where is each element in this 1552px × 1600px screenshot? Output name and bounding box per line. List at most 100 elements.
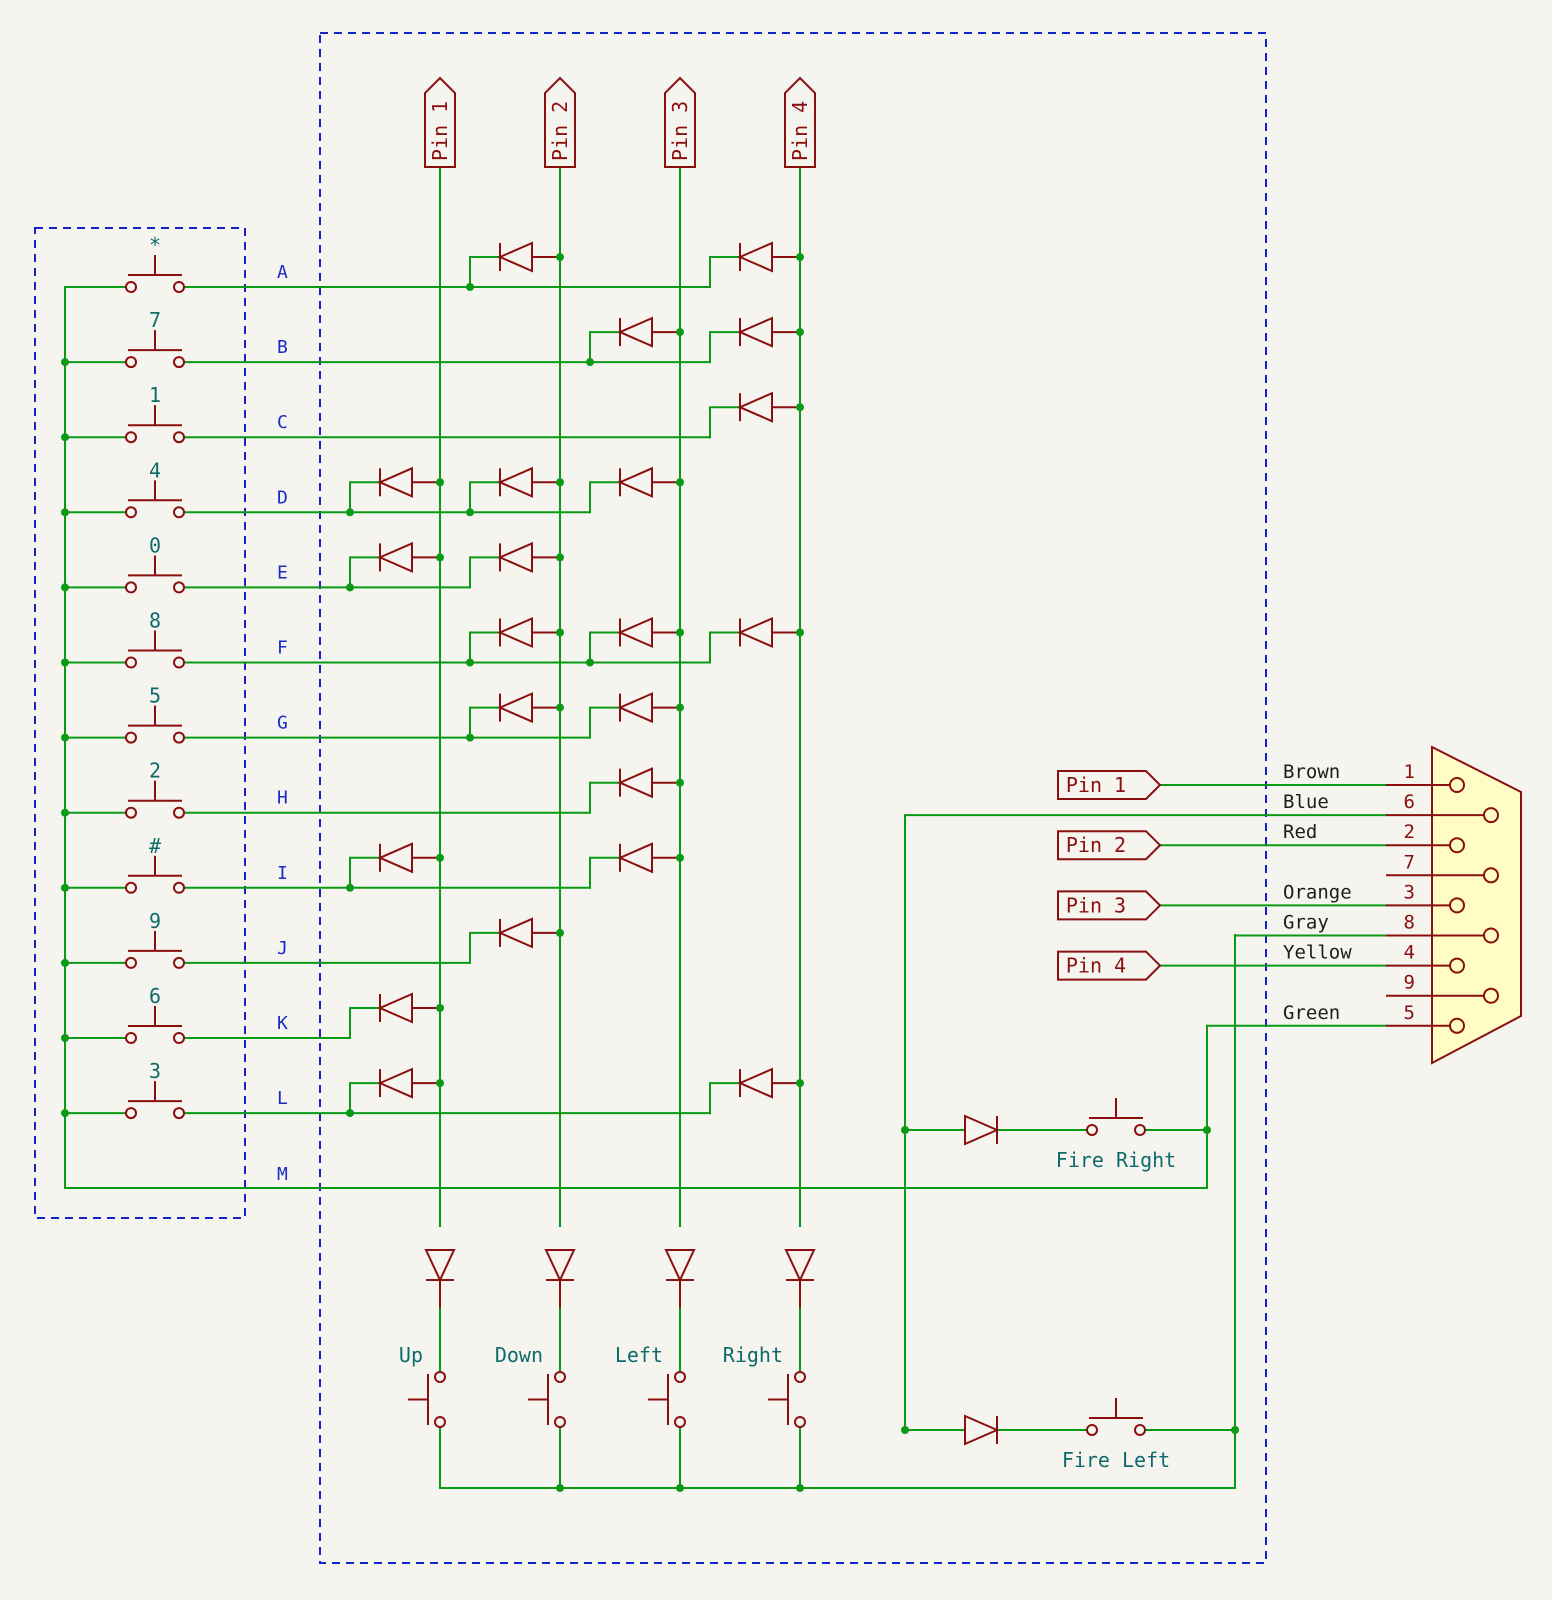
diode-tap <box>469 481 501 514</box>
junction-dot <box>796 1079 804 1088</box>
junction-dot <box>466 733 474 742</box>
switch-contact <box>125 581 137 594</box>
diode-triangle <box>617 466 653 498</box>
connector-pin-number-6: 6 <box>1404 791 1415 813</box>
matrix-diode-i-1 <box>377 842 440 874</box>
diode-triangle <box>617 316 653 348</box>
connector-pin-number-2: 2 <box>1404 821 1415 843</box>
net-label-j: J <box>277 938 288 959</box>
direction-switch-down <box>528 1371 566 1428</box>
key-switch-i <box>125 855 185 894</box>
key-switch-d <box>125 480 185 519</box>
key-label-j: 9 <box>149 909 161 933</box>
diode-tap <box>349 856 381 889</box>
key-label-h: 2 <box>149 759 161 783</box>
key-label-f: 8 <box>149 609 161 633</box>
matrix-diode-e-2 <box>497 541 560 573</box>
diode-tap <box>589 856 621 889</box>
net-label-b: B <box>277 337 288 358</box>
junction-dot <box>61 883 69 892</box>
junction-dot <box>676 778 684 787</box>
key-label-a: * <box>149 233 161 257</box>
key-label-i: # <box>149 834 161 858</box>
key-switch-c <box>125 405 185 444</box>
connector-pin-number-9: 9 <box>1404 972 1415 994</box>
diode-tap <box>589 331 621 364</box>
diode-triangle <box>377 992 413 1024</box>
diode-triangle <box>377 541 413 573</box>
key-switch-g <box>125 705 185 744</box>
diode-tap <box>469 706 501 739</box>
matrix-diode-a-4 <box>737 241 800 273</box>
junction-dot <box>901 1426 909 1434</box>
key-switch-h <box>125 780 185 819</box>
junction-dot <box>676 328 684 337</box>
matrix-diode-g-2 <box>497 692 560 724</box>
diode-tap <box>349 1082 381 1115</box>
junction-dot <box>61 508 69 517</box>
diode-triangle <box>737 391 773 423</box>
net-label-f: F <box>277 638 288 659</box>
switch-contact <box>125 506 137 519</box>
junction-dot <box>61 808 69 817</box>
diode-tap <box>349 481 381 514</box>
switch-contact <box>173 956 185 969</box>
junction-dot <box>1203 1126 1211 1134</box>
junction-dot <box>676 703 684 712</box>
switch-contact <box>434 1416 446 1428</box>
top-pin-label-4: Pin 4 <box>788 101 812 161</box>
diode-tap <box>589 781 621 814</box>
side-pin-label-4: Pin 4 <box>1066 954 1126 978</box>
circuit-border <box>319 32 1267 1564</box>
keypad-border <box>34 227 246 1219</box>
matrix-diode-b-4 <box>737 316 800 348</box>
switch-contact <box>1086 1424 1098 1436</box>
diode-triangle <box>497 466 533 498</box>
diode-triangle <box>424 1249 456 1283</box>
switch-contact <box>554 1416 566 1428</box>
switch-contact <box>173 506 185 519</box>
diode-tap <box>709 631 741 664</box>
diode-triangle <box>617 767 653 799</box>
fire-switch-right <box>1086 1098 1146 1136</box>
fire-diode-right <box>964 1114 1000 1146</box>
junction-dot <box>676 478 684 487</box>
key-switch-j <box>125 930 185 969</box>
matrix-diode-e-1 <box>377 541 440 573</box>
side-pin-label-1: Pin 1 <box>1066 773 1126 797</box>
connector-pin-number-1: 1 <box>1404 761 1415 783</box>
diode-tap <box>469 256 501 288</box>
diode-triangle <box>617 692 653 724</box>
matrix-diode-f-3 <box>617 616 680 649</box>
key-switch-b <box>125 330 185 369</box>
side-pin-flag-2 <box>1057 830 1162 861</box>
key-label-c: 1 <box>149 383 161 407</box>
junction-dot <box>61 433 69 442</box>
switch-contact <box>173 806 185 819</box>
net-label-e: E <box>277 562 288 583</box>
junction-dot <box>61 658 69 667</box>
diode-triangle <box>737 316 773 348</box>
matrix-diode-d-3 <box>617 466 680 498</box>
wire-color-red: Red <box>1283 821 1317 843</box>
diode-tap <box>709 256 741 288</box>
net-label-k: K <box>277 1013 288 1034</box>
matrix-diode-l-1 <box>377 1067 440 1099</box>
junction-dot <box>556 1484 564 1492</box>
junction-dot <box>436 553 444 562</box>
top-pin-label-2: Pin 2 <box>548 101 572 161</box>
de9-connector-body <box>1431 745 1522 1065</box>
fire-label-right: Fire Right <box>1056 1148 1176 1172</box>
net-label-d: D <box>277 487 288 508</box>
switch-contact <box>173 356 185 369</box>
junction-dot <box>676 853 684 862</box>
key-label-b: 7 <box>149 308 161 332</box>
key-label-k: 6 <box>149 984 161 1008</box>
junction-dot <box>346 883 354 892</box>
diode-tap <box>589 481 621 514</box>
key-label-d: 4 <box>149 458 161 482</box>
diode-triangle <box>497 241 533 273</box>
diode-triangle <box>377 842 413 874</box>
